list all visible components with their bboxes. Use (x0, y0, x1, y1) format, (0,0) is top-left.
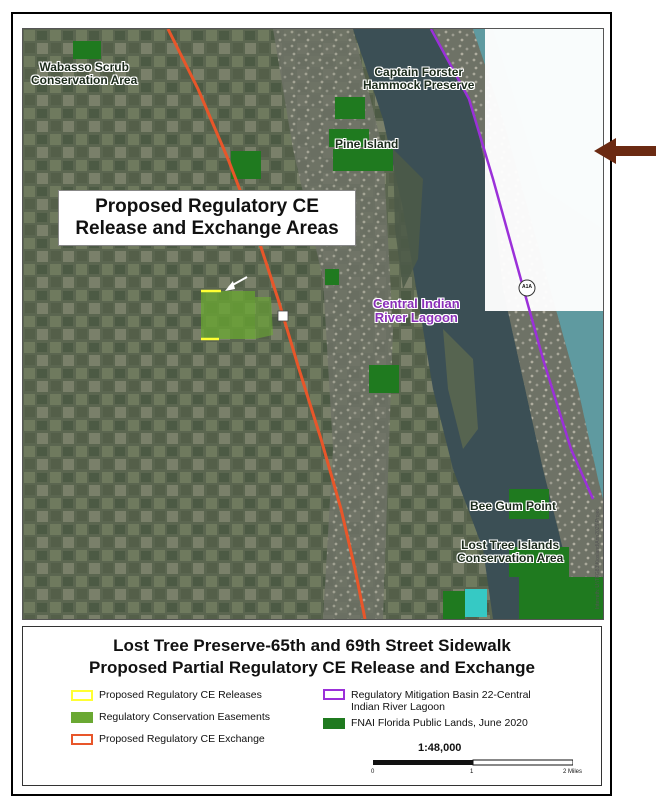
map-legend: Lost Tree Preserve-65th and 69th Street … (22, 626, 602, 786)
scale-tick-2: 2 Miles (563, 769, 583, 775)
dark-green-swatch-icon (323, 717, 345, 729)
road-shield-a1a: A1A (521, 284, 532, 290)
proposed-areas-callout: Proposed Regulatory CE Release and Excha… (58, 190, 356, 246)
legend-item-fnai-public-lands: FNAI Florida Public Lands, June 2020 (323, 717, 528, 729)
legend-item-conservation-easements: Regulatory Conservation Easements (71, 711, 270, 723)
legend-item-mitigation-basin: Regulatory Mitigation Basin 22-Central I… (323, 689, 563, 713)
label-bee-gum-point: Bee Gum Point (470, 499, 557, 513)
purple-outline-swatch-icon (323, 689, 345, 700)
map-credit-text: Interreth: U:\TFG83\Kiosland\Ann2025\Pro… (595, 509, 601, 609)
label-lost-tree-islands: Lost Tree Islands Conservation Area (457, 538, 564, 565)
legend-item-ce-releases: Proposed Regulatory CE Releases (71, 689, 262, 701)
scale-ratio: 1:48,000 (418, 742, 462, 754)
light-green-swatch-icon (71, 711, 93, 723)
legend-title: Lost Tree Preserve-65th and 69th Street … (89, 636, 535, 677)
yellow-outline-swatch-icon (71, 689, 93, 701)
orange-outline-swatch-icon (71, 733, 93, 745)
scale-tick-1: 1 (470, 769, 474, 775)
aerial-map[interactable]: Wabasso Scrub Conservation Area Captain … (22, 28, 604, 620)
label-wabasso-scrub: Wabasso Scrub Conservation Area (31, 60, 138, 87)
legend-item-ce-exchange: Proposed Regulatory CE Exchange (71, 733, 265, 745)
label-captain-forster: Captain Forster Hammock Preserve (363, 65, 475, 92)
label-central-indian-river-lagoon: Central Indian River Lagoon (373, 296, 460, 325)
label-pine-island: Pine Island (335, 137, 399, 151)
map-graphics (23, 29, 603, 619)
left-arrow-icon (594, 138, 656, 164)
scale-bar (373, 759, 573, 766)
scale-tick-0: 0 (371, 769, 375, 775)
